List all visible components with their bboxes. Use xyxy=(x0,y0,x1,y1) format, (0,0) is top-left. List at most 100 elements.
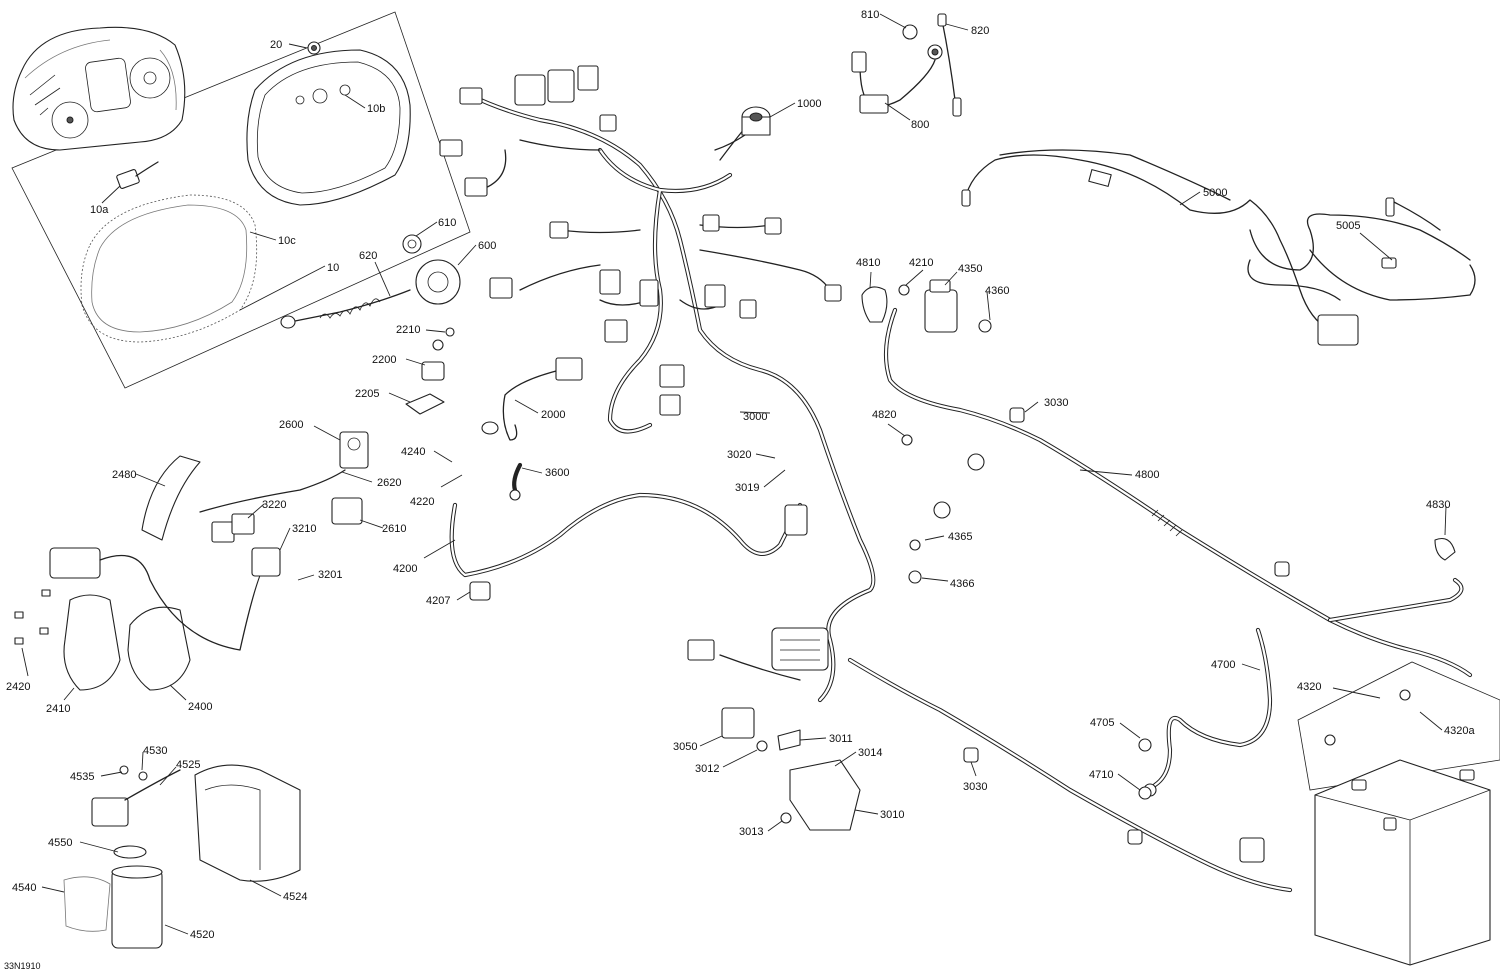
label-3013: 3013 xyxy=(739,826,763,838)
label-4810: 4810 xyxy=(856,257,880,269)
label-4705: 4705 xyxy=(1090,717,1114,729)
screws-2420 xyxy=(14,589,51,645)
label-10: 10 xyxy=(327,262,339,274)
label-3050: 3050 xyxy=(673,741,697,753)
label-800: 800 xyxy=(911,119,929,131)
callout-labels: 810 820 800 1000 20 10b 10a 10c 10 610 6… xyxy=(4,9,1475,971)
label-4366: 4366 xyxy=(950,578,974,590)
power-socket-1000 xyxy=(714,106,771,151)
gauge-cluster xyxy=(12,26,186,151)
label-2400: 2400 xyxy=(188,701,212,713)
label-2205: 2205 xyxy=(355,388,379,400)
bracket-4524 xyxy=(194,764,301,882)
clip-4207 xyxy=(469,581,491,601)
label-4320: 4320 xyxy=(1297,681,1321,693)
label-5000: 5000 xyxy=(1203,187,1227,199)
nut-4820 xyxy=(901,434,913,446)
label-4525: 4525 xyxy=(176,759,200,771)
nut-4210 xyxy=(898,284,910,296)
label-4350: 4350 xyxy=(958,263,982,275)
label-4240: 4240 xyxy=(401,446,425,458)
connector-3050 xyxy=(721,707,755,739)
label-3210: 3210 xyxy=(292,523,316,535)
harness-5000 xyxy=(961,149,1476,346)
label-4220: 4220 xyxy=(410,496,434,508)
label-4710: 4710 xyxy=(1089,769,1113,781)
label-2200: 2200 xyxy=(372,354,396,366)
harness-4200 xyxy=(449,492,808,578)
sleeve-4540 xyxy=(63,876,111,932)
boot-4830 xyxy=(1434,537,1456,561)
label-2410: 2410 xyxy=(46,703,70,715)
terminal-3600 xyxy=(509,462,523,501)
label-4540: 4540 xyxy=(12,882,36,894)
label-3011: 3011 xyxy=(829,733,853,745)
label-3201: 3201 xyxy=(318,569,342,581)
sensor-2200 xyxy=(405,327,455,415)
cable-4700 xyxy=(1143,627,1273,797)
label-4820: 4820 xyxy=(872,409,896,421)
lens-10c xyxy=(80,194,258,343)
harness-3220-area xyxy=(199,469,363,543)
battery-4320 xyxy=(1297,661,1500,966)
label-3220: 3220 xyxy=(262,499,286,511)
label-810: 810 xyxy=(861,9,879,21)
label-4207: 4207 xyxy=(426,595,450,607)
lower-harness xyxy=(687,639,1293,893)
label-2620: 2620 xyxy=(377,477,401,489)
label-4530: 4530 xyxy=(143,745,167,757)
label-4830: 4830 xyxy=(1426,499,1450,511)
socket-610 xyxy=(402,234,422,254)
label-3600: 3600 xyxy=(545,467,569,479)
label-5005: 5005 xyxy=(1336,220,1360,232)
label-2420: 2420 xyxy=(6,681,30,693)
label-600: 600 xyxy=(478,240,496,252)
label-1000: 1000 xyxy=(797,98,821,110)
label-4520: 4520 xyxy=(190,929,214,941)
label-2610: 2610 xyxy=(382,523,406,535)
label-4360: 4360 xyxy=(985,285,1009,297)
label-4210: 4210 xyxy=(909,257,933,269)
harness-2000 xyxy=(481,357,583,441)
label-610: 610 xyxy=(438,217,456,229)
label-3030-lower: 3030 xyxy=(963,781,987,793)
label-4320a: 4320a xyxy=(1444,725,1475,737)
label-2000: 2000 xyxy=(541,409,565,421)
label-3000: 3000 xyxy=(743,411,767,423)
label-4524: 4524 xyxy=(283,891,307,903)
tube-2480 xyxy=(141,455,201,541)
label-10c: 10c xyxy=(278,235,296,247)
label-20: 20 xyxy=(270,39,282,51)
label-3012: 3012 xyxy=(695,763,719,775)
leader-lines xyxy=(21,13,1447,935)
label-4200: 4200 xyxy=(393,563,417,575)
bezel-10b xyxy=(246,49,411,206)
label-2210: 2210 xyxy=(396,324,420,336)
harness-4800 xyxy=(883,307,1473,678)
washers-4365-4366 xyxy=(908,453,985,584)
label-2480: 2480 xyxy=(112,469,136,481)
relay-4350 xyxy=(924,279,992,333)
bracket-3010 xyxy=(756,729,861,831)
fuse-box-2600 xyxy=(339,431,369,469)
label-3030-upper: 3030 xyxy=(1044,397,1068,409)
harness-800 xyxy=(851,13,962,117)
relay-4525 xyxy=(91,765,181,827)
label-620: 620 xyxy=(359,250,377,262)
label-2600: 2600 xyxy=(279,419,303,431)
label-3020: 3020 xyxy=(727,449,751,461)
label-3014: 3014 xyxy=(858,747,882,759)
label-10b: 10b xyxy=(367,103,385,115)
cable-620 xyxy=(280,289,411,329)
main-harness-3000 xyxy=(439,65,876,703)
diagram-code: 33N1910 xyxy=(4,961,41,971)
switch-housing-2400 xyxy=(99,547,281,691)
label-4550: 4550 xyxy=(48,837,72,849)
washers-4705-4710 xyxy=(1138,738,1152,800)
label-4535: 4535 xyxy=(70,771,94,783)
nut-20 xyxy=(307,41,321,55)
label-820: 820 xyxy=(971,25,989,37)
cluster-group xyxy=(11,11,471,389)
label-3010: 3010 xyxy=(880,809,904,821)
